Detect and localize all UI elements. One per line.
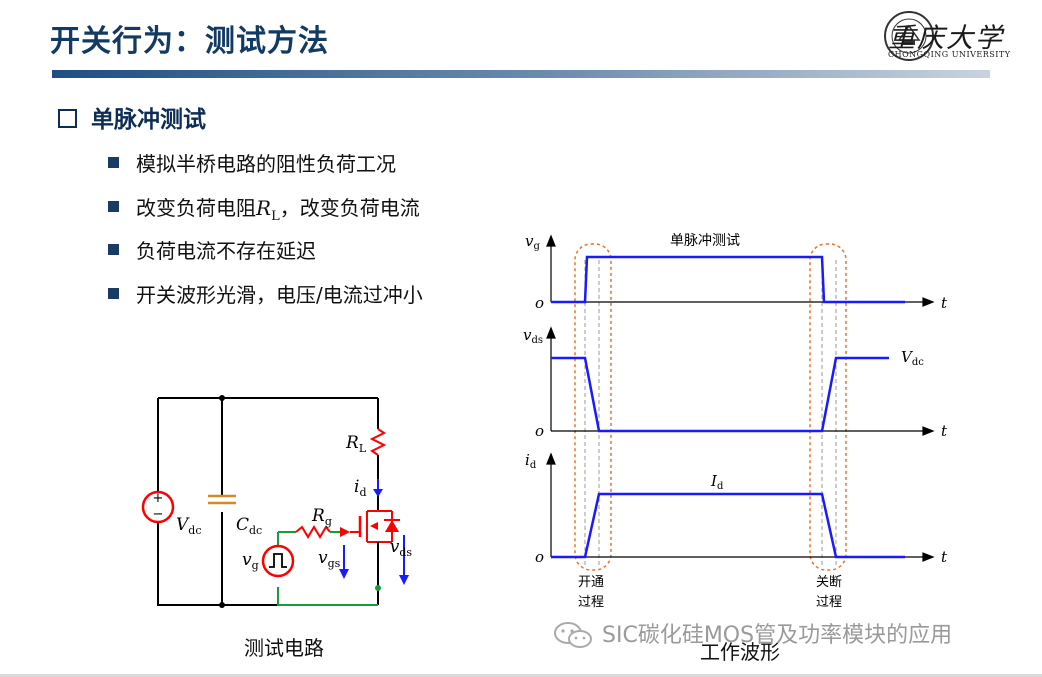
circuit-caption: 测试电路 (244, 636, 324, 660)
university-seal-icon (884, 11, 934, 61)
label-vg: vg (242, 550, 259, 572)
axis-vds: vds (523, 326, 543, 346)
checkbox-bullet-icon (58, 109, 77, 128)
slide-title: 开关行为：测试方法 (50, 24, 329, 59)
time-label-1: t (941, 294, 948, 312)
turn-on-label-1: 开通 (578, 575, 604, 590)
label-vgs: vgs (318, 548, 341, 570)
bullet-text: 模拟半桥电路的阻性负荷工况 (136, 152, 396, 176)
turn-off-label-2: 过程 (816, 595, 842, 610)
bullet-text: 负荷电流不存在延迟 (136, 239, 316, 263)
label-cdc: Cdc (236, 515, 262, 537)
list-item: 开关波形光滑，电压/电流过冲小 (108, 281, 423, 325)
axis-vg: vg (525, 232, 540, 252)
section-heading-text: 单脉冲测试 (91, 107, 206, 133)
label-id: id (354, 477, 366, 499)
label-rg: Rg (311, 506, 332, 528)
list-item: 负荷电流不存在延迟 (108, 237, 423, 281)
bullet-text: 开关波形光滑，电压/电流过冲小 (136, 282, 423, 307)
bullet-text: ，改变负荷电流 (279, 195, 420, 220)
list-item: 模拟半桥电路的阻性负荷工况 (108, 150, 423, 194)
turn-on-label-2: 过程 (578, 595, 604, 610)
switching-waveforms-diagram: vg vds id o o o t t t 单脉冲测试 Vdc Id 开通 过程… (523, 232, 948, 610)
square-bullet-icon (108, 287, 119, 299)
section-heading: 单脉冲测试 (58, 100, 206, 134)
wechat-icon (554, 622, 592, 648)
university-name: 重庆大学 (888, 23, 1004, 54)
pulse-label: 单脉冲测试 (670, 233, 740, 249)
axis-id: id (525, 451, 537, 471)
time-label-2: t (941, 422, 948, 440)
math-rl: RL (256, 195, 280, 224)
title-rule (52, 70, 990, 78)
label-vds: vds (390, 537, 413, 559)
source-plus: + (153, 491, 164, 506)
origin-3: o (535, 548, 544, 566)
id-level-label: Id (710, 472, 724, 492)
test-circuit-diagram: + − Vdc Cdc RL id Rg vg vgs vds (141, 395, 413, 608)
label-vdc: Vdc (176, 515, 201, 537)
university-name-en: CHONGQING UNIVERSITY (888, 50, 1011, 59)
square-bullet-icon (108, 244, 119, 255)
bullet-list: 模拟半桥电路的阻性负荷工况 改变负荷电阻RL，改变负荷电流 负荷电流不存在延迟 … (108, 150, 423, 324)
source-minus: − (153, 507, 164, 522)
origin-1: o (535, 294, 544, 312)
turn-off-label-1: 关断 (816, 575, 842, 590)
vdc-level-label: Vdc (901, 348, 924, 368)
waveforms-caption: 工作波形 (700, 640, 780, 664)
label-rl: RL (345, 433, 367, 455)
time-label-3: t (941, 548, 948, 566)
bottom-rule (0, 674, 1042, 677)
square-bullet-icon (108, 157, 119, 168)
bullet-text: 改变负荷电阻 (136, 195, 256, 220)
origin-2: o (535, 422, 544, 440)
watermark-text: SIC碳化硅MOS管及功率模块的应用 (602, 623, 953, 648)
square-bullet-icon (108, 200, 119, 212)
list-item: 改变负荷电阻RL，改变负荷电流 (108, 194, 423, 238)
